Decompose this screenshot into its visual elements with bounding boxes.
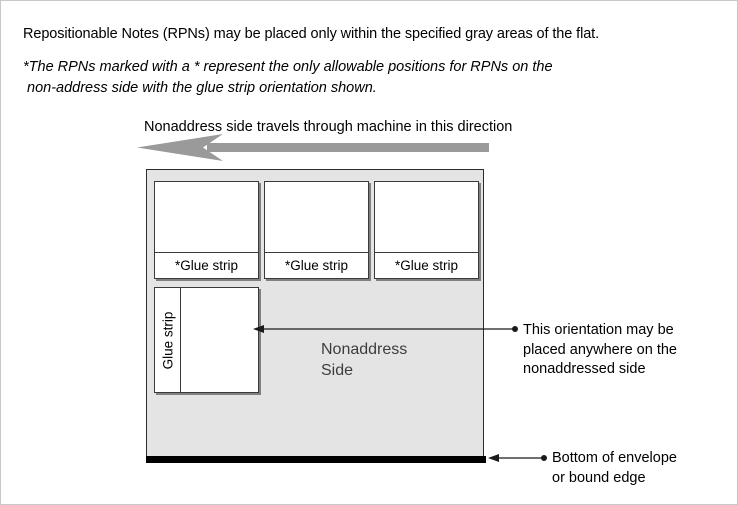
glue-strip-label-4: Glue strip bbox=[160, 311, 175, 369]
rpn-note-box-4[interactable]: Glue strip bbox=[154, 287, 259, 393]
glue-strip-label-3: *Glue strip bbox=[375, 252, 478, 278]
glue-strip-vertical: Glue strip bbox=[155, 288, 181, 392]
footnote-line-2: non-address side with the glue strip ori… bbox=[27, 80, 377, 96]
orientation-leader-line bbox=[253, 321, 521, 337]
nonaddress-caption-line-2: Side bbox=[321, 362, 354, 379]
nonaddress-caption-line-1: Nonaddress bbox=[321, 341, 408, 358]
bottom-edge-leader-line bbox=[488, 450, 550, 466]
direction-label: Nonaddress side travels through machine … bbox=[144, 119, 513, 135]
intro-paragraph: Repositionable Notes (RPNs) may be place… bbox=[23, 26, 600, 42]
thick-left-arrow-icon bbox=[137, 134, 489, 162]
bottom-callout-line-2: or bound edge bbox=[552, 469, 646, 486]
glue-strip-label-2: *Glue strip bbox=[265, 252, 368, 278]
rpn-note-box-1[interactable]: *Glue strip bbox=[154, 181, 259, 279]
orientation-callout-line-3: nonaddressed side bbox=[523, 361, 646, 377]
rpn-note-box-2[interactable]: *Glue strip bbox=[264, 181, 369, 279]
nonaddress-side-caption: Nonaddress Side bbox=[321, 339, 407, 381]
flat-bottom-edge bbox=[146, 456, 486, 463]
orientation-callout: This orientation may be placed anywhere … bbox=[523, 321, 723, 380]
rpn-note-box-3[interactable]: *Glue strip bbox=[374, 181, 479, 279]
glue-strip-label-1: *Glue strip bbox=[155, 252, 258, 278]
footnote-line-1: *The RPNs marked with a * represent the … bbox=[23, 59, 553, 75]
orientation-callout-line-1: This orientation may be bbox=[523, 322, 674, 338]
bottom-edge-callout: Bottom of envelope or bound edge bbox=[552, 449, 737, 488]
bottom-callout-line-1: Bottom of envelope bbox=[552, 450, 677, 466]
orientation-callout-line-2: placed anywhere on the bbox=[523, 341, 677, 358]
